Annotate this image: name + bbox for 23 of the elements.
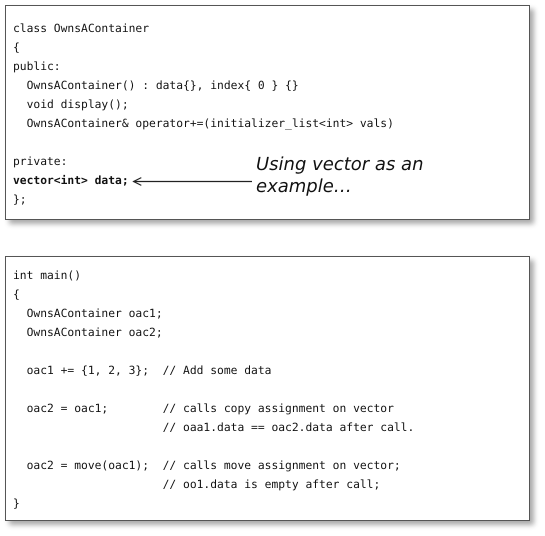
code-line: OwnsAContainer oac2; xyxy=(26,325,163,340)
code-line: oac2 = oac1; // calls copy assignment on vector xyxy=(26,401,394,416)
code-line: } xyxy=(13,496,20,511)
code-line: private: xyxy=(13,154,68,169)
code-line: // oaa1.data == oac2.data after call. xyxy=(162,420,414,435)
code-line: oac1 += {1, 2, 3}; // Add some data xyxy=(26,363,272,378)
code-line: OwnsAContainer oac1; xyxy=(26,306,163,321)
code-line: class OwnsAContainer xyxy=(13,21,150,36)
leader-arrow xyxy=(133,177,252,186)
code-line: OwnsAContainer& operator+=(initializer_list<int> vals) xyxy=(26,116,394,131)
code-line: oac2 = move(oac1); // calls move assignment on vector; xyxy=(26,458,401,473)
code-line: public: xyxy=(13,59,61,74)
code-line: void display(); xyxy=(26,97,129,112)
code-line: vector<int> data; xyxy=(13,173,129,188)
code-panel xyxy=(5,5,530,220)
code-line: }; xyxy=(13,192,27,207)
code-line: // oo1.data is empty after call; xyxy=(162,477,380,492)
code-line: { xyxy=(13,287,20,302)
code-line: OwnsAContainer() : data{}, index{ 0 } {} xyxy=(26,78,299,93)
annotation-text: Using vector as an example… xyxy=(256,154,456,198)
code-panel xyxy=(5,256,530,521)
code-line: int main() xyxy=(13,268,82,283)
code-line: { xyxy=(13,40,20,55)
